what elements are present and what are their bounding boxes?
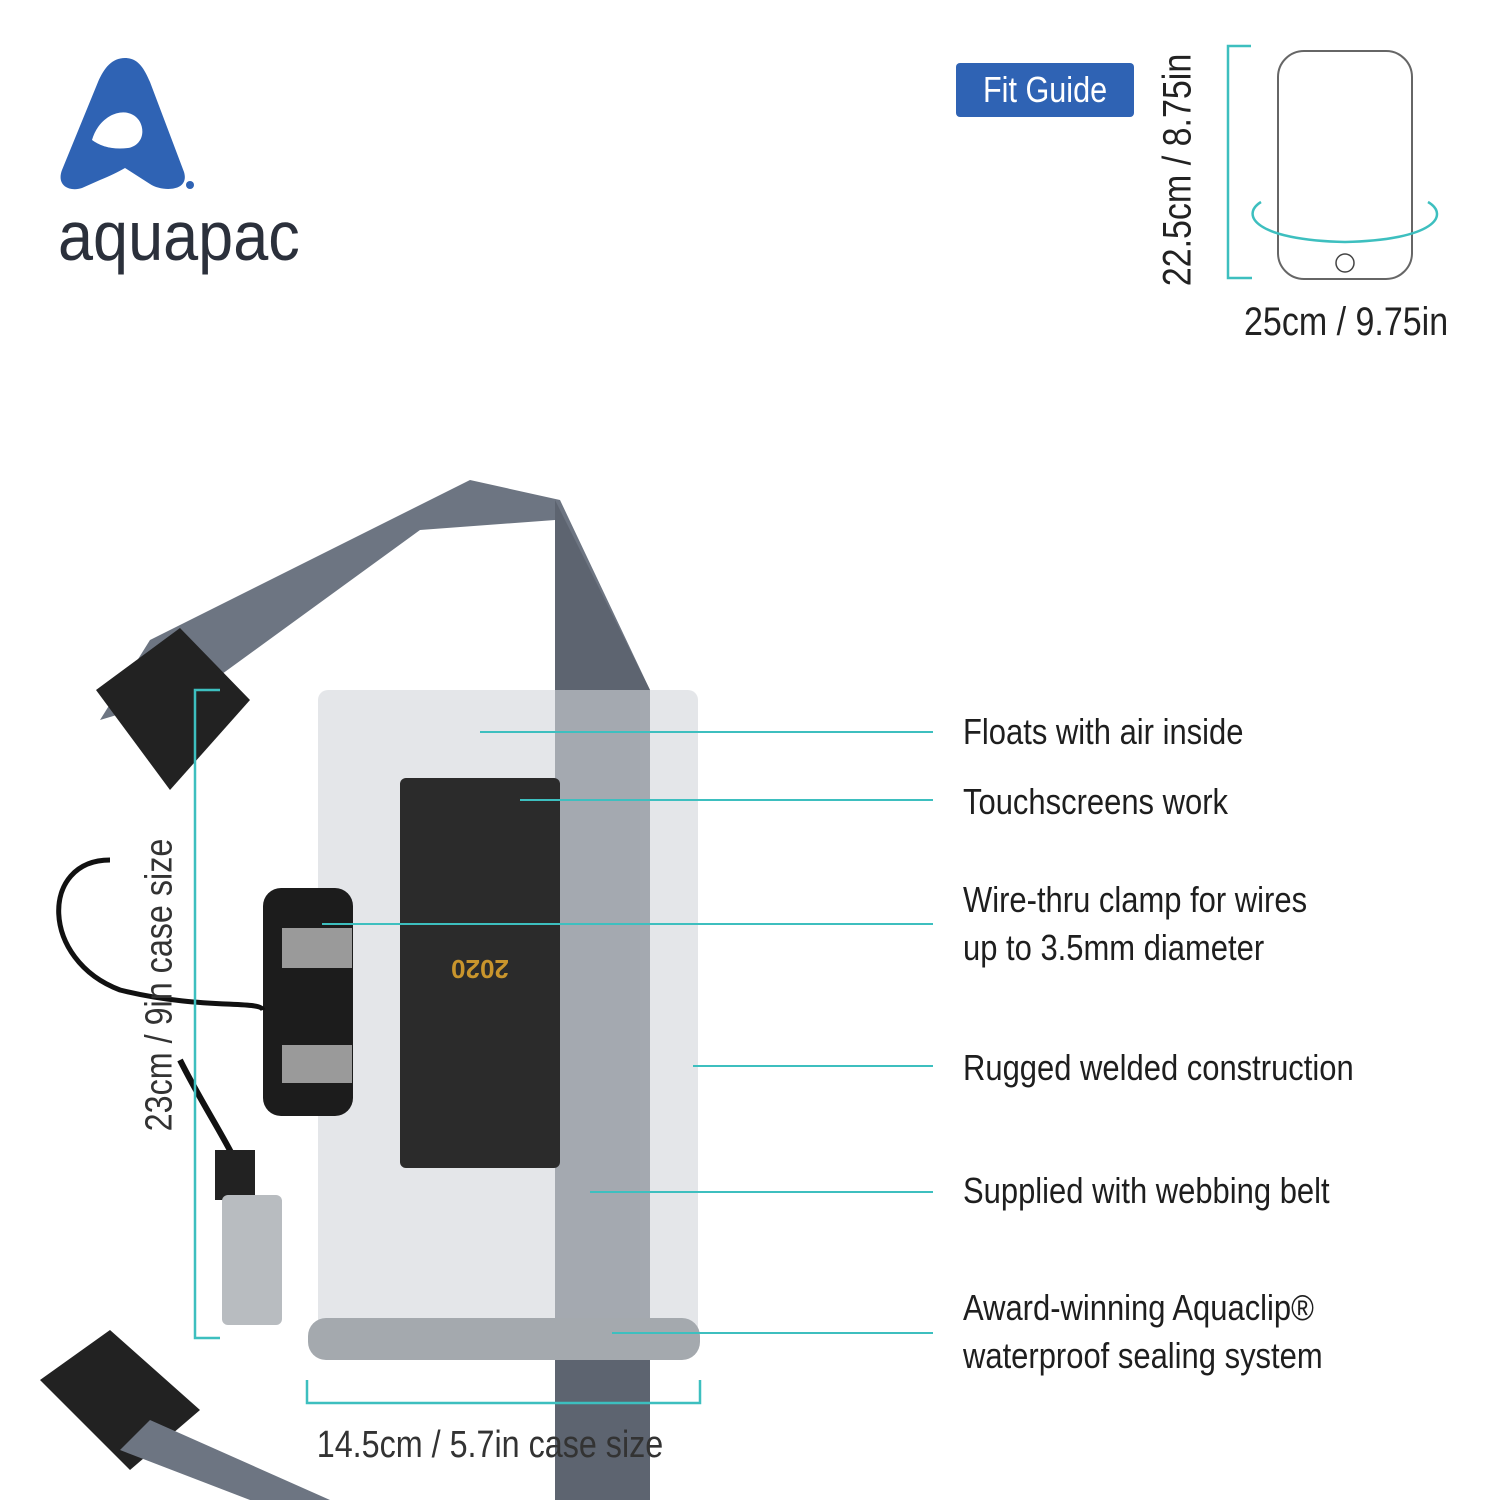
feature-line: Touchscreens work [963,781,1229,822]
height-bracket [1226,44,1252,280]
feature-touchscreen: Touchscreens work [963,778,1228,826]
case-width-bracket [305,1380,702,1405]
product-photo: 2020 [40,480,700,1500]
fit-ring-icon [1251,200,1439,244]
svg-text:2020: 2020 [451,954,509,984]
feature-line: Award-winning Aquaclip® [963,1287,1314,1328]
feature-aquaclip: Award-winning Aquaclip® waterproof sealin… [963,1284,1323,1380]
callout-lines [322,731,933,1334]
feature-welded: Rugged welded construction [963,1044,1354,1092]
fit-guide-button[interactable]: Fit Guide [956,63,1134,117]
case-height-label: 23cm / 9in case size [138,838,181,1132]
feature-floats: Floats with air inside [963,708,1243,756]
fit-guide-label: Fit Guide [982,69,1108,110]
brand-wordmark: aquapac [58,197,300,275]
feature-line: waterproof sealing system [963,1335,1323,1376]
feature-line: Supplied with webbing belt [963,1170,1330,1211]
aquapac-logo-icon [60,58,194,190]
fit-width-label: 25cm / 9.75in [1244,300,1449,344]
phone-outline-icon [1277,50,1413,280]
case-height-bracket [193,688,220,1340]
feature-wire-clamp: Wire-thru clamp for wires up to 3.5mm dia… [963,876,1307,972]
feature-line: Wire-thru clamp for wires [963,879,1308,920]
feature-belt: Supplied with webbing belt [963,1167,1330,1215]
case-width-label: 14.5cm / 5.7in case size [316,1424,664,1466]
feature-line: Rugged welded construction [963,1047,1354,1088]
feature-line: up to 3.5mm diameter [963,927,1265,968]
fit-height-label: 22.5cm / 8.75in [1155,53,1200,287]
feature-line: Floats with air inside [963,711,1244,752]
